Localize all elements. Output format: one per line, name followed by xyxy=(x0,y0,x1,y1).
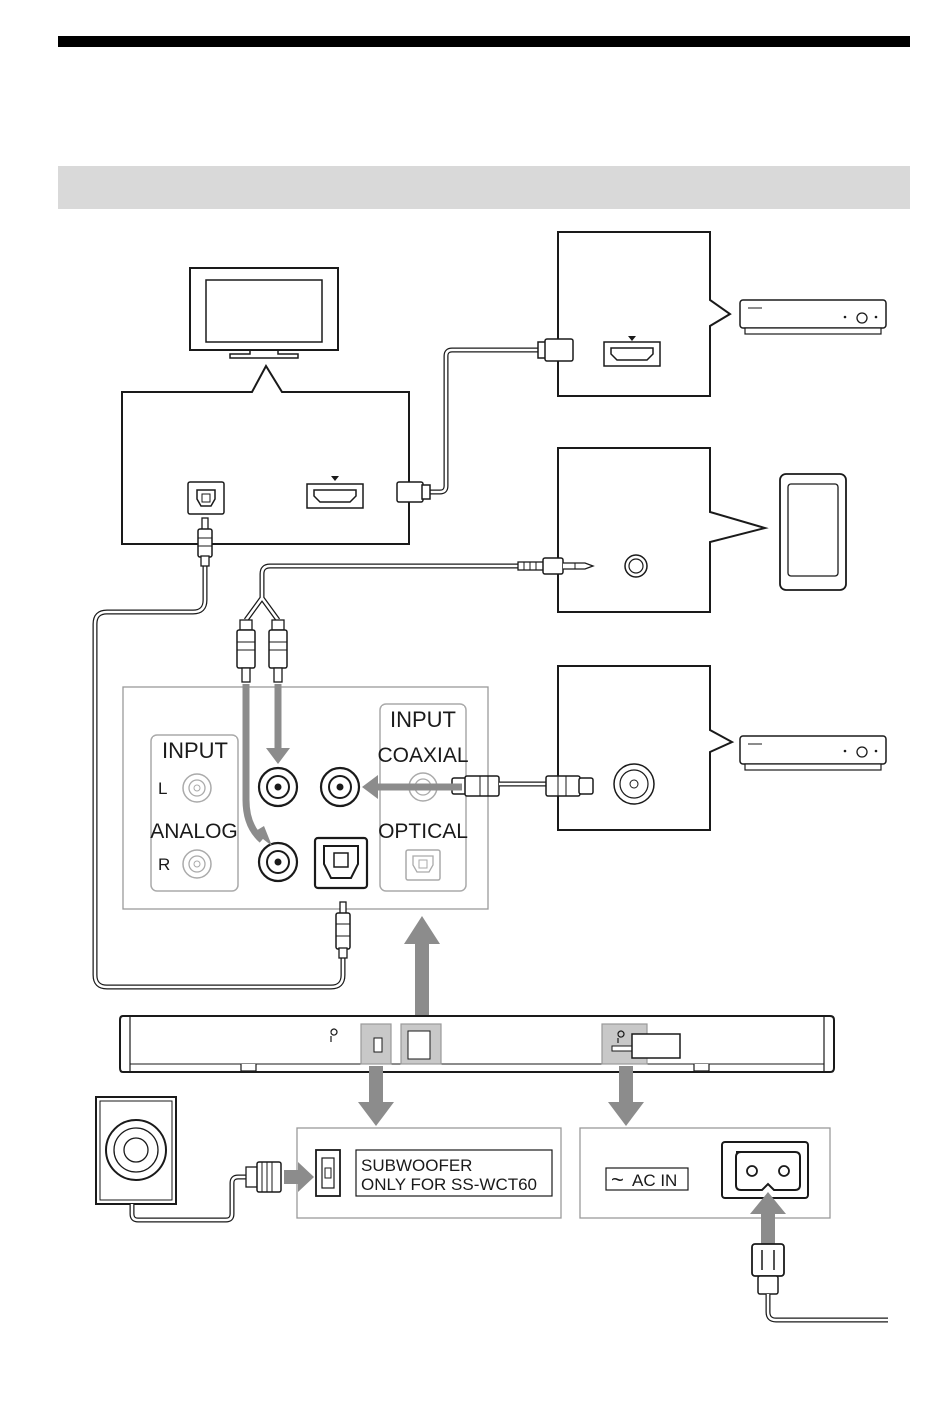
blu-ray-recorder-icon xyxy=(740,300,886,334)
section-banner xyxy=(58,166,910,209)
recorder-callout xyxy=(558,232,730,396)
optical-plug-soundbar xyxy=(336,902,350,958)
analog-left-jack xyxy=(183,774,211,802)
cable-box-coax-jack xyxy=(614,764,654,804)
target-analog-r-jack xyxy=(259,843,297,881)
analog-label: ANALOG xyxy=(150,820,238,843)
header-rule xyxy=(58,36,910,47)
subwoofer-label-line1: SUBWOOFER xyxy=(361,1156,472,1175)
target-coaxial-jack xyxy=(321,768,359,806)
tv-optical-out-jack xyxy=(188,482,224,514)
cable-box-icon xyxy=(740,736,886,770)
analog-input-header: INPUT xyxy=(162,738,228,763)
coaxial-cable xyxy=(452,776,593,796)
arrow-to-ac-panel xyxy=(608,1066,644,1126)
analog-right-jack xyxy=(183,850,211,878)
portable-player-icon xyxy=(780,474,846,590)
optical-jack-gray xyxy=(406,850,440,880)
target-optical-jack xyxy=(315,838,367,888)
target-analog-l-jack xyxy=(259,768,297,806)
channel-right-label: R xyxy=(158,855,170,874)
audio-cable xyxy=(246,566,520,620)
tv-callout xyxy=(122,366,409,544)
hdmi-plug-tv xyxy=(397,482,430,502)
rca-plug-right xyxy=(269,620,287,682)
subwoofer-plug xyxy=(246,1162,281,1192)
channel-left-label: L xyxy=(158,779,167,798)
arrow-to-subwoofer-panel xyxy=(358,1066,394,1126)
power-plug-icon xyxy=(752,1244,888,1320)
coaxial-label: COAXIAL xyxy=(377,744,468,767)
subwoofer-label-line2: ONLY FOR SS-WCT60 xyxy=(361,1175,537,1194)
optical-label: OPTICAL xyxy=(378,820,468,843)
arrow-to-panel xyxy=(404,916,440,1018)
tv-icon xyxy=(190,268,338,358)
sound-bar xyxy=(120,1016,834,1072)
subwoofer-icon xyxy=(96,1097,176,1204)
ac-tilde: ~ xyxy=(611,1167,624,1192)
digital-input-header: INPUT xyxy=(390,707,456,732)
rca-plug-left xyxy=(237,620,255,682)
ac-in-label: AC IN xyxy=(632,1171,677,1190)
player-callout xyxy=(558,448,765,612)
cable-box-callout xyxy=(558,666,732,830)
ac-in-socket xyxy=(722,1142,808,1198)
subwoofer-connector xyxy=(316,1150,340,1196)
hdmi-plug-recorder xyxy=(538,339,573,361)
player-audio-jack xyxy=(625,555,647,577)
